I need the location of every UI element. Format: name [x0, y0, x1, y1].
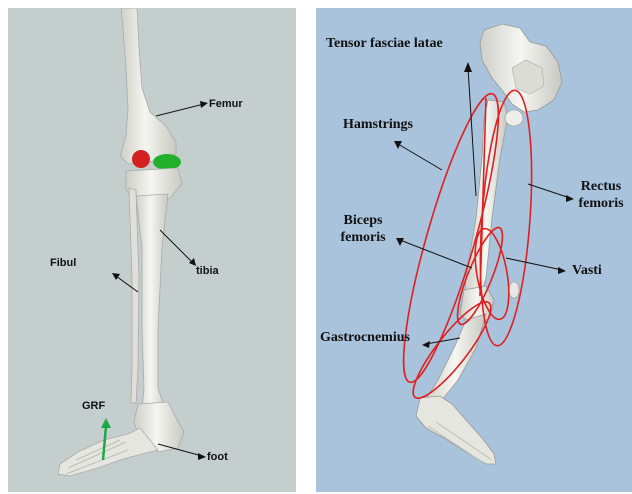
rectus-femoris-label-line2: femoris: [574, 195, 628, 212]
tfl-pointer: [468, 68, 476, 196]
femur-pointer: [156, 104, 204, 116]
gastrocnemius-pointer: [426, 338, 460, 344]
biceps-femoris-label-line1: Biceps: [332, 212, 394, 229]
grf-label: GRF: [82, 400, 105, 412]
fibula-bone: [129, 188, 139, 403]
tibia-pointer: [160, 230, 192, 262]
foot-label: foot: [207, 451, 228, 463]
foot-bones: [58, 428, 158, 476]
hamstrings-label: Hamstrings: [343, 116, 413, 133]
foot-bones-right: [416, 396, 496, 464]
tibia-bone-right: [424, 314, 486, 408]
leg-muscle-drawing: [316, 8, 632, 492]
fibula-label: Fibul: [50, 257, 76, 269]
rectus-femoris-pointer: [528, 184, 570, 198]
rectus-femoris-label-line1: Rectus: [574, 178, 628, 195]
tibia-bone: [136, 194, 168, 410]
biceps-femoris-pointer: [400, 240, 472, 268]
tensor-fasciae-latae-label: Tensor fasciae latae: [326, 35, 443, 52]
knee-condyle-lateral: [153, 154, 181, 170]
vasti-pointer: [506, 258, 562, 270]
knee-condyle-medial: [132, 150, 150, 168]
vasti-label: Vasti: [572, 262, 602, 279]
hamstrings-pointer: [398, 144, 442, 170]
leg-muscles-panel: Tensor fasciae latae Hamstrings Rectus f…: [316, 8, 632, 492]
knee-skeleton-drawing: [8, 8, 296, 492]
biceps-femoris-label: Biceps femoris: [332, 212, 394, 246]
femur-label: Femur: [209, 98, 243, 110]
biceps-femoris-label-line2: femoris: [332, 229, 394, 246]
rectus-femoris-label: Rectus femoris: [574, 178, 628, 212]
grf-arrow-head: [101, 418, 111, 428]
knee-model-panel: Femur Fibul tibia GRF foot: [8, 8, 296, 492]
tibia-label: tibia: [196, 265, 219, 277]
femur-bone: [120, 8, 176, 164]
gastrocnemius-label: Gastrocnemius: [320, 329, 410, 346]
